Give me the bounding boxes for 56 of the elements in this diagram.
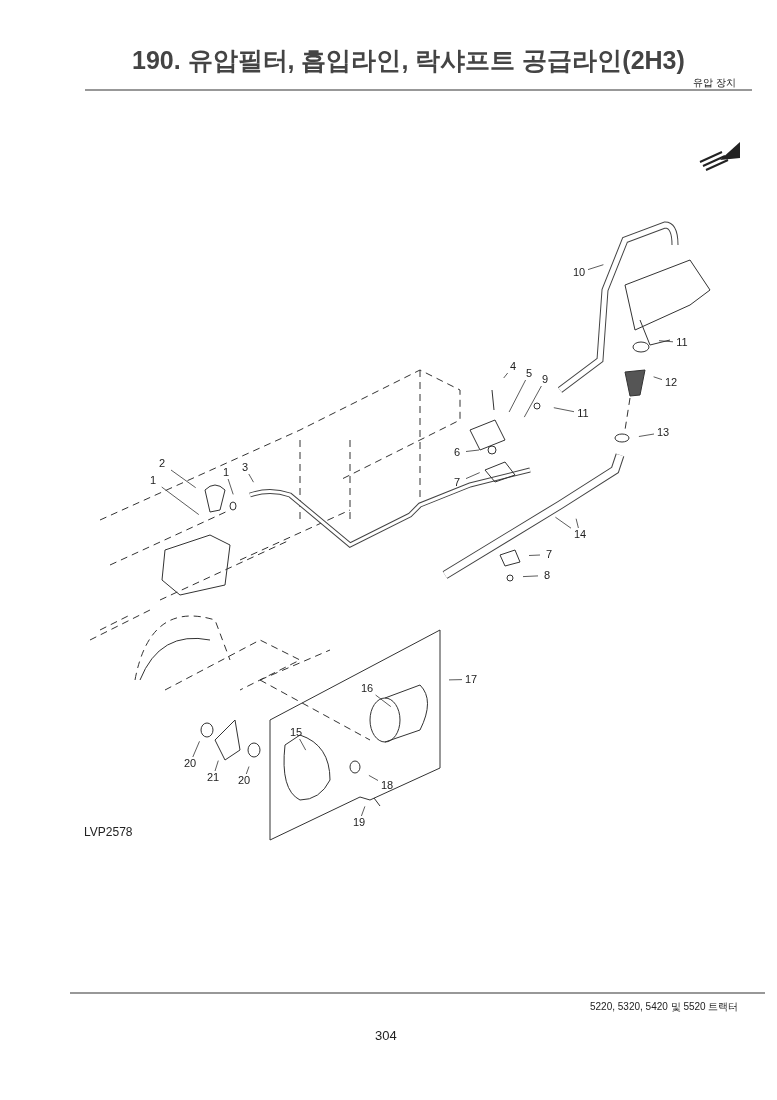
page-number: 304	[375, 1028, 397, 1043]
figure-number: LVP2578	[84, 825, 133, 839]
leader-line	[361, 806, 366, 817]
callout-number: 11	[673, 336, 691, 349]
callout-number: 16	[358, 682, 376, 695]
leader-line	[528, 554, 541, 556]
callout-number: 17	[462, 673, 480, 686]
leader-line	[448, 679, 463, 681]
callout-number: 7	[540, 548, 558, 561]
leader-line	[575, 518, 579, 529]
leader-line	[170, 469, 197, 489]
callout-number: 3	[236, 461, 254, 474]
callout-number: 13	[654, 426, 672, 439]
callout-number: 20	[181, 757, 199, 770]
page-title: 190. 유압필터, 흡입라인, 락샤프트 공급라인(2H3)	[132, 45, 685, 76]
callout-number: 7	[448, 476, 466, 489]
callout-number: 21	[204, 771, 222, 784]
leader-line	[161, 486, 200, 515]
leader-line	[653, 376, 663, 380]
callout-number: 12	[662, 376, 680, 389]
callout-number: 9	[536, 373, 554, 386]
leader-line	[214, 760, 219, 772]
leader-line	[248, 473, 254, 483]
callout-number: 6	[448, 446, 466, 459]
leader-line	[375, 694, 392, 707]
leader-line	[638, 433, 655, 437]
callout-number: 11	[574, 407, 592, 420]
leader-line	[368, 775, 379, 781]
callout-number: 1	[217, 466, 235, 479]
leader-line	[192, 740, 200, 758]
leader-line	[658, 340, 674, 343]
callout-number: 18	[378, 779, 396, 792]
leader-line	[523, 385, 542, 418]
callout-number: 8	[538, 569, 556, 582]
leader-line	[227, 478, 234, 495]
callout-number: 2	[153, 457, 171, 470]
callout-number: 4	[504, 360, 522, 373]
leader-line	[522, 575, 539, 577]
leader-line	[503, 372, 509, 379]
model-note: 5220, 5320, 5420 및 5520 트랙터	[590, 1000, 739, 1014]
section-label: 유압 장치	[693, 76, 736, 90]
callout-number: 14	[571, 528, 589, 541]
leader-line	[553, 407, 575, 413]
leader-line	[508, 379, 526, 413]
leader-line	[465, 449, 480, 452]
callout-number: 19	[350, 816, 368, 829]
callout-number: 1	[144, 474, 162, 487]
callout-number: 20	[235, 774, 253, 787]
leader-line	[587, 264, 604, 270]
leader-line	[245, 766, 250, 775]
leader-line	[299, 738, 307, 751]
leader-line	[555, 516, 572, 529]
callout-number: 5	[520, 367, 538, 380]
callout-number: 10	[570, 266, 588, 279]
callout-number: 15	[287, 726, 305, 739]
leader-line	[465, 472, 481, 479]
